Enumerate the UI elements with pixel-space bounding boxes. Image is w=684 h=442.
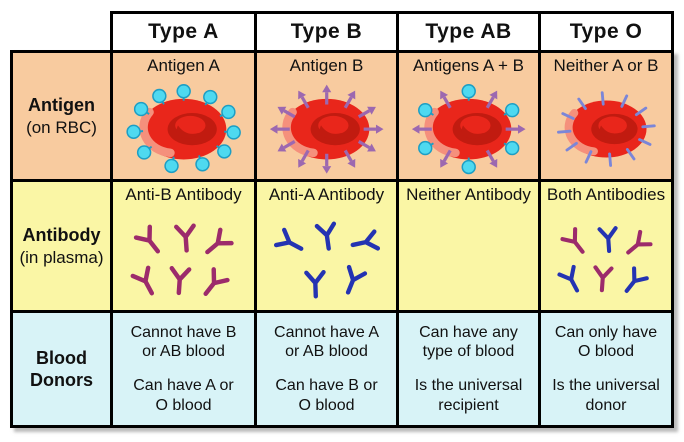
antibody-cell-type-a: Anti-B Antibody [113,182,257,313]
antigen-o-label: Neither A or B [553,56,659,75]
header-row: Type A Type B Type AB Type O [110,11,674,53]
antibody-sublabel: (in plasma) [19,247,104,267]
anti-b-antibodies-icon [113,205,254,310]
antigen-a-label: Antigen A [147,56,220,75]
no-antibodies-area [399,205,538,310]
chart-body: Antigen (on RBC) Antigen A Antigen B Ant… [10,50,674,428]
donor-text: Is the universal recipient [414,377,523,414]
header-type-o: Type O [569,20,643,43]
antibody-cell-type-b: Anti-A Antibody [257,182,399,313]
both-antibodies-label: Both Antibodies [546,185,666,204]
antibody-cell-type-o: Both Antibodies [541,182,671,313]
donors-cell-type-b: Cannot have A or AB blood Can have B or … [257,313,399,425]
anti-a-antibodies-icon [257,205,396,310]
antibody-cell-type-ab: Neither Antibody [399,182,541,313]
antigen-cell-type-a: Antigen A [113,53,257,182]
donor-text: Is the universal donor [552,377,660,414]
anti-b-antibody-label: Anti-B Antibody [125,185,242,204]
row-label-blood-donors: Blood Donors [13,313,113,425]
donor-text: Can only have O blood [554,323,658,361]
header-type-b: Type B [257,14,399,50]
rbc-type-ab-icon [399,76,538,179]
donors-cell-type-o: Can only have O blood Is the universal d… [541,313,671,425]
antigen-sublabel: (on RBC) [26,117,97,137]
antigen-cell-type-b: Antigen B [257,53,399,182]
antigen-label: Antigen [28,95,95,116]
donors-cell-type-ab: Can have any type of blood Is the univer… [399,313,541,425]
donor-text: Can have any type of blood [419,323,518,361]
rbc-type-o-icon [541,76,671,179]
donor-text: Cannot have A or AB blood [274,323,379,361]
antigen-b-label: Antigen B [289,56,364,75]
blood-donors-label: Blood Donors [30,347,93,391]
donor-text: Can have A or O blood [133,377,234,414]
row-label-antibody: Antibody (in plasma) [13,182,113,313]
donors-cell-type-a: Cannot have B or AB blood Can have A or … [113,313,257,425]
antigen-ab-label: Antigens A + B [412,56,525,75]
rbc-type-a-icon [113,76,254,179]
neither-antibody-label: Neither Antibody [406,185,531,204]
antigen-cell-type-o: Neither A or B [541,53,671,182]
antibody-label: Antibody [22,225,101,246]
anti-a-antibody-label: Anti-A Antibody [268,185,385,204]
rbc-type-b-icon [257,76,396,179]
header-type-ab: Type AB [399,14,541,50]
antigen-cell-type-ab: Antigens A + B [399,53,541,182]
header-type-a: Type A [113,14,257,50]
row-label-antigen: Antigen (on RBC) [13,53,113,182]
both-antibodies-icon [541,205,671,310]
donor-text: Can have B or O blood [275,377,378,414]
donor-text: Cannot have B or AB blood [130,323,237,361]
